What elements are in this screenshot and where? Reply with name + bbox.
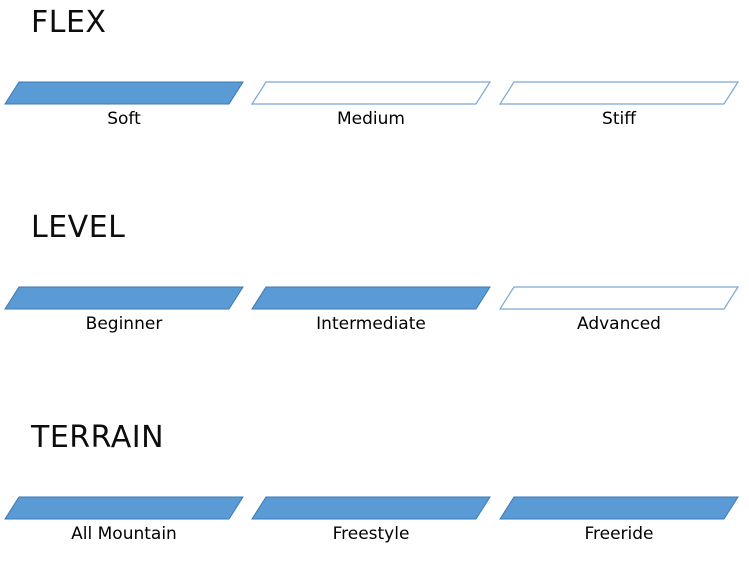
rating-bar-terrain-2[interactable] [499,493,739,523]
parallelogram-icon [498,81,740,105]
rating-bar-flex-2[interactable] [498,78,740,108]
rating-bar-terrain-1[interactable] [251,493,491,523]
section-title-level: LEVEL [31,210,126,245]
option-row-level: Beginner Intermediate Advanced [0,275,749,355]
parallelogram-icon [4,496,244,520]
option-row-flex: Soft Medium Stiff [0,70,749,150]
parallelogram-icon [250,81,492,105]
section-title-flex: FLEX [31,5,107,40]
option-row-terrain: All Mountain Freestyle Freeride [0,485,749,565]
option-label-level-0: Beginner [85,314,163,334]
option-label-level-2: Advanced [577,314,661,334]
parallelogram-icon [4,81,244,105]
parallelogram-icon [499,496,739,520]
rating-bar-level-1[interactable] [251,283,491,313]
option-label-terrain-1: Freestyle [332,524,410,544]
option-flex-2[interactable]: Stiff [498,70,740,150]
rating-bar-level-2[interactable] [498,283,740,313]
parallelogram-icon [498,286,740,310]
option-label-flex-2: Stiff [602,109,636,129]
option-label-flex-0: Soft [107,109,141,129]
option-terrain-0[interactable]: All Mountain [4,485,244,565]
option-level-1[interactable]: Intermediate [251,275,491,355]
option-level-0[interactable]: Beginner [4,275,244,355]
option-label-level-1: Intermediate [316,314,426,334]
parallelogram-icon [4,286,244,310]
parallelogram-icon [251,496,491,520]
option-flex-0[interactable]: Soft [4,70,244,150]
option-label-terrain-0: All Mountain [71,524,177,544]
rating-bar-level-0[interactable] [4,283,244,313]
option-terrain-2[interactable]: Freeride [499,485,739,565]
rating-bar-flex-0[interactable] [4,78,244,108]
option-flex-1[interactable]: Medium [250,70,492,150]
option-label-terrain-2: Freeride [584,524,654,544]
rating-bar-flex-1[interactable] [250,78,492,108]
option-label-flex-1: Medium [337,109,405,129]
parallelogram-icon [251,286,491,310]
option-terrain-1[interactable]: Freestyle [251,485,491,565]
section-title-terrain: TERRAIN [31,420,165,455]
rating-bar-terrain-0[interactable] [4,493,244,523]
option-level-2[interactable]: Advanced [498,275,740,355]
